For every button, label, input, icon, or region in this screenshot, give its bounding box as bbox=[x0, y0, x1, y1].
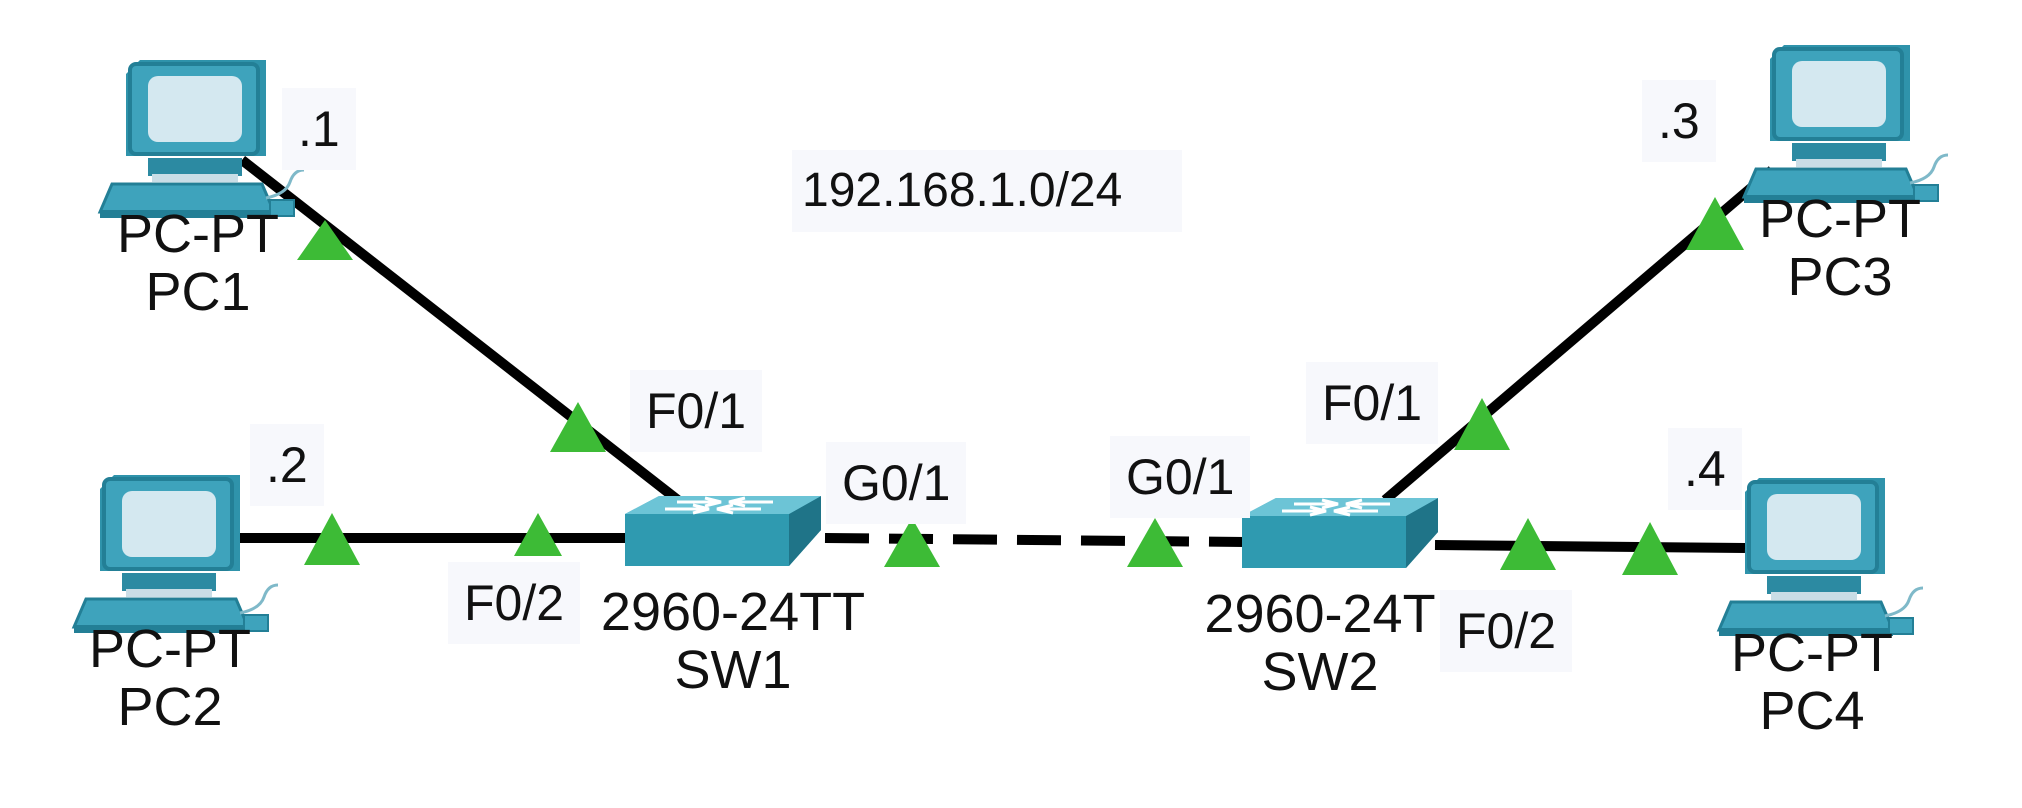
sw1-caption: 2960-24TT SW1 bbox=[588, 583, 878, 699]
sw1-port-f0-1-label: F0/1 bbox=[630, 370, 763, 452]
sw1-port-f0-2-label: F0/2 bbox=[448, 562, 581, 644]
sw2-switch-icon[interactable] bbox=[1240, 496, 1440, 570]
pc4-caption: PC-PT PC4 bbox=[1722, 624, 1902, 740]
sw2-port-f0-1-label: F0/1 bbox=[1306, 362, 1439, 444]
pc1-model: PC-PT bbox=[117, 204, 279, 264]
pc4-icon[interactable] bbox=[1717, 476, 1925, 638]
pc4-ip-label: .4 bbox=[1668, 428, 1742, 510]
sw2-model: 2960-24T bbox=[1204, 584, 1436, 644]
pc3-model: PC-PT bbox=[1759, 189, 1921, 249]
pc1-ip-label: .1 bbox=[282, 88, 356, 170]
link-pc1-sw1[interactable] bbox=[238, 156, 692, 512]
port-status-up-icon bbox=[304, 513, 360, 565]
port-status-up-icon bbox=[1622, 522, 1678, 575]
port-status-up-icon bbox=[550, 402, 606, 452]
port-status-up-icon bbox=[1500, 518, 1556, 570]
link-sw1-sw2[interactable] bbox=[824, 533, 1246, 547]
pc4-name: PC4 bbox=[1759, 681, 1865, 741]
pc1-icon[interactable] bbox=[98, 58, 306, 220]
port-status-up-icon bbox=[1686, 197, 1744, 250]
sw1-name: SW1 bbox=[674, 640, 792, 700]
port-status-up-icon bbox=[297, 220, 353, 260]
pc3-name: PC3 bbox=[1787, 247, 1893, 307]
port-status-up-icon bbox=[514, 513, 562, 556]
sw2-caption: 2960-24T SW2 bbox=[1195, 585, 1445, 701]
sw2-port-g0-1-label: G0/1 bbox=[1110, 436, 1251, 518]
port-status-up-icon bbox=[1454, 398, 1510, 450]
pc2-name: PC2 bbox=[117, 677, 223, 737]
pc2-model: PC-PT bbox=[89, 619, 251, 679]
sw2-name: SW2 bbox=[1261, 642, 1379, 702]
port-status-up-icon bbox=[1127, 518, 1183, 567]
pc2-icon[interactable] bbox=[72, 473, 280, 635]
sw1-port-g0-1-label: G0/1 bbox=[826, 442, 967, 524]
pc1-caption: PC-PT PC1 bbox=[108, 205, 288, 321]
pc2-caption: PC-PT PC2 bbox=[80, 620, 260, 736]
port-status-up-icon bbox=[884, 518, 940, 567]
pc3-caption: PC-PT PC3 bbox=[1750, 190, 1930, 306]
network-address-label: 192.168.1.0/24 bbox=[792, 150, 1182, 232]
port-status-indicators bbox=[297, 197, 1744, 575]
sw1-switch-icon[interactable] bbox=[623, 494, 823, 568]
sw2-port-f0-2-label: F0/2 bbox=[1440, 590, 1573, 672]
pc2-ip-label: .2 bbox=[250, 424, 324, 506]
link-sw2-pc4[interactable] bbox=[1434, 540, 1746, 553]
pc3-ip-label: .3 bbox=[1642, 80, 1716, 162]
pc4-model: PC-PT bbox=[1731, 623, 1893, 683]
pc1-name: PC1 bbox=[145, 262, 251, 322]
pc3-icon[interactable] bbox=[1742, 43, 1950, 205]
sw1-model: 2960-24TT bbox=[600, 582, 866, 642]
